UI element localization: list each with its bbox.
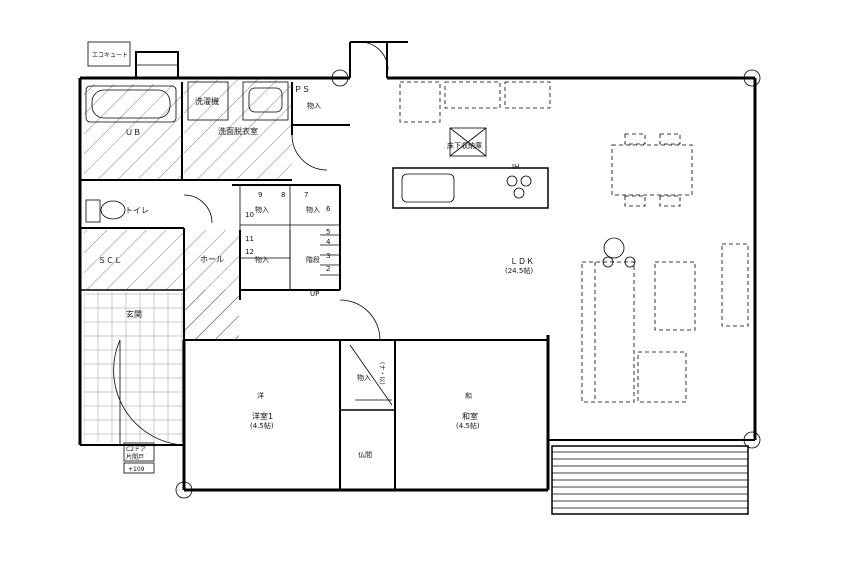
stair-step: 5	[326, 228, 330, 236]
closet-marks	[349, 344, 393, 406]
stair-step: 2	[326, 265, 330, 273]
columns	[175, 69, 761, 499]
label-storage-mid: 物入	[357, 373, 371, 382]
door-note-box	[123, 442, 155, 474]
label-western-mark: 洋	[257, 391, 264, 400]
label-storage-top: 物入	[307, 101, 321, 110]
room-labels: エコキュート 洗濯機 ＰＳ 物入 ＵＢ 洗面脱衣室 床下収納庫 IH トイレ Ｓ…	[92, 52, 534, 473]
label-ldk: ＬＤＫ	[510, 257, 534, 266]
doors	[113, 41, 389, 446]
upper-cabinets	[399, 81, 551, 123]
label-underfloor: 床下収納庫	[447, 141, 482, 150]
ecocute-unit	[87, 41, 179, 79]
tv-board	[721, 243, 749, 327]
label-ldk-size: (24.5帖)	[505, 266, 533, 275]
washer	[187, 81, 229, 121]
label-up: UP	[310, 290, 319, 298]
label-washer: 洗濯機	[195, 96, 219, 106]
label-door-note: C2ドア	[126, 446, 146, 453]
label-japanese-size: (4.5帖)	[456, 421, 480, 430]
label-ecocute: エコキュート	[92, 52, 128, 59]
stair-step: 6	[326, 205, 331, 213]
label-storage-stair-a: 物入	[255, 205, 269, 214]
plant	[602, 237, 636, 268]
label-japanese-room: 和室	[462, 411, 478, 421]
label-butsuma: 仏間	[358, 451, 372, 459]
label-ub: ＵＢ	[125, 128, 141, 137]
label-door-note2: 片開戸	[126, 453, 144, 461]
stair-step: 3	[326, 252, 330, 260]
kitchen-counter	[392, 167, 549, 209]
toilet-fixture	[85, 199, 126, 223]
label-ih: IH	[512, 163, 519, 171]
stair-step: 7	[304, 191, 308, 199]
sofa	[581, 261, 635, 403]
stair-step: 12	[245, 248, 254, 256]
coffee-table	[637, 261, 696, 403]
exterior-walls	[78, 41, 757, 492]
label-dressing-room: 洗面脱衣室	[218, 126, 258, 136]
underfloor-storage	[449, 127, 487, 157]
stair-step: 10	[245, 211, 254, 219]
label-scl: ＳＣＬ	[98, 256, 122, 265]
label-ps: ＰＳ	[294, 85, 310, 94]
wood-deck	[551, 445, 749, 515]
label-toilet: トイレ	[125, 206, 149, 215]
label-hall: ホール	[200, 255, 224, 264]
stairs	[239, 184, 341, 291]
label-stairs: 階段	[306, 255, 320, 264]
label-entrance: 玄関	[126, 309, 142, 319]
dining-table	[611, 133, 693, 207]
bathtub	[85, 85, 177, 123]
stair-step: 4	[326, 238, 331, 246]
hatched-areas	[84, 78, 292, 442]
wash-basin	[242, 81, 289, 121]
stair-step: 11	[245, 235, 254, 243]
label-western-size: (4.5帖)	[250, 421, 274, 430]
label-height-note: +109	[128, 466, 145, 473]
label-storage-stair-c: 物入	[255, 255, 269, 264]
stair-step: 9	[258, 191, 262, 199]
label-vertical-note: (ナ・以)	[378, 362, 385, 385]
label-storage-stair-b: 物入	[306, 205, 320, 214]
stair-step-numbers: 9 8 7 10 6 5 4 3 2 11 12	[245, 191, 331, 273]
label-japanese-mark: 和	[465, 391, 472, 400]
label-western-room: 洋室1	[252, 411, 273, 421]
stair-step: 8	[281, 191, 285, 199]
